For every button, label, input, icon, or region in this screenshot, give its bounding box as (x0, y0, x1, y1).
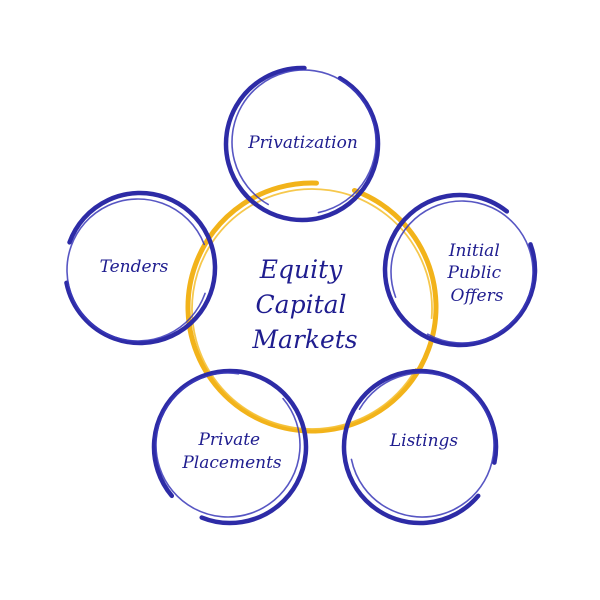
node-label-initial-public-offers: Initial Public Offers (446, 241, 506, 306)
node-label-line: Tenders (100, 257, 169, 277)
node-tenders: Tenders (62, 190, 218, 346)
node-private-placements: Private Placements (151, 368, 309, 526)
node-label-tenders: Tenders (100, 257, 169, 277)
center-label-line: Markets (251, 325, 357, 354)
center-label-line: Equity (259, 255, 343, 284)
node-privatization: Privatization (223, 65, 381, 223)
node-label-line: Privatization (247, 133, 358, 153)
center-label-line: Capital (256, 290, 347, 319)
node-label-listings: Listings (389, 431, 459, 451)
node-label-line: Initial (448, 241, 500, 261)
node-label-private-placements: Private Placements (181, 430, 282, 473)
node-label-line: Listings (389, 431, 459, 451)
center-label: Equity Capital Markets (251, 255, 357, 354)
node-listings: Listings (341, 368, 499, 526)
node-label-line: Offers (451, 286, 504, 306)
node-label-line: Public (446, 263, 501, 283)
node-label-line: Private (197, 430, 260, 450)
node-label-privatization: Privatization (247, 133, 358, 153)
node-label-line: Placements (181, 453, 282, 473)
node-initial-public-offers: Initial Public Offers (382, 192, 538, 348)
